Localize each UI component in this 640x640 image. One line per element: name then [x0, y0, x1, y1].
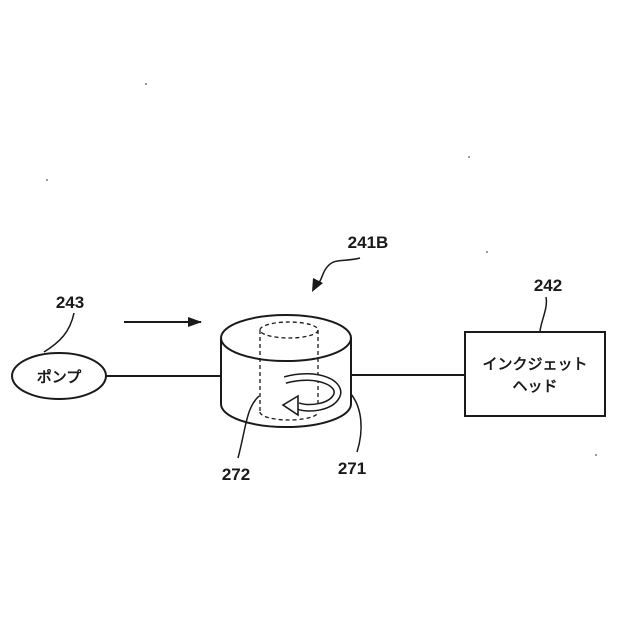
inkjet-head-label-line2: ヘッド [512, 378, 557, 395]
inner-cylinder-ref-label: 272 [222, 465, 250, 484]
pump-label: ポンプ [37, 368, 83, 386]
pump-node: ポンプ [12, 353, 106, 399]
inkjet-head-node: インクジェット ヘッド [465, 332, 605, 416]
inkjet-head-label-line1: インクジェット [482, 356, 587, 373]
assembly-leader-arrowhead [312, 278, 323, 292]
inkjet-head-leader-line [540, 297, 546, 331]
outer-container-leader-line [351, 394, 361, 452]
outer-container-ref-label: 271 [338, 459, 366, 478]
outer-container [221, 315, 351, 427]
pump-ref-label: 243 [56, 293, 84, 312]
pump-leader-line [44, 313, 74, 352]
inkjet-head-ref-label: 242 [534, 276, 562, 295]
assembly-ref-label: 241B [348, 233, 389, 252]
inkjet-head-box [465, 332, 605, 416]
assembly-leader-line [318, 258, 360, 284]
